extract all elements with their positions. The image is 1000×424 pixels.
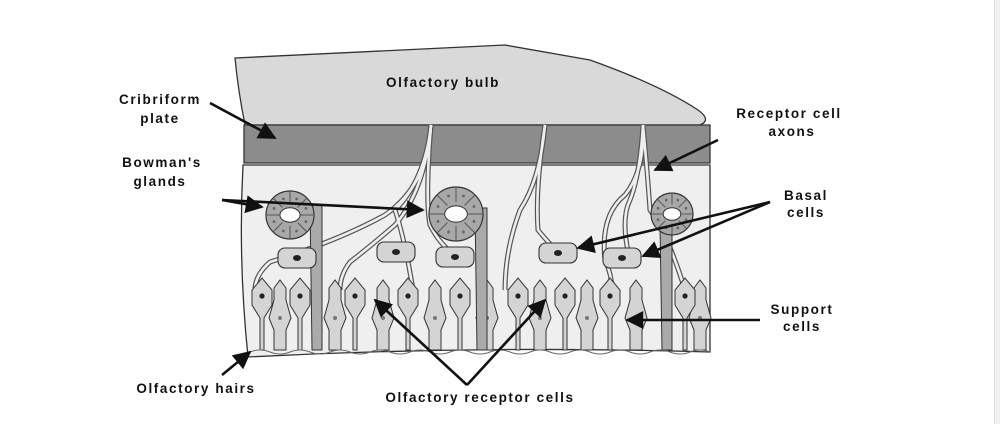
receptor-cell [554, 277, 576, 351]
support-cell-nucleus [333, 316, 337, 320]
receptor-cell-nucleus [562, 293, 568, 299]
label-olfactory-hairs: Olfactory hairs [136, 381, 255, 396]
receptor-cell [599, 277, 621, 351]
support-cell [423, 279, 447, 351]
label-bowmans-line2: glands [133, 174, 186, 189]
label-cribriform-line1: Cribriform [119, 92, 201, 107]
receptor-cell-nucleus [352, 293, 358, 299]
basal-cell-nucleus [554, 250, 562, 256]
gland-lumen [279, 207, 301, 223]
cribriform-plate [243, 124, 711, 164]
receptor-cell [251, 277, 273, 351]
basal-cell-nucleus [618, 255, 626, 261]
bowmans-gland [265, 190, 315, 240]
receptor-cell-nucleus [457, 293, 463, 299]
gland-lumen [662, 207, 682, 221]
olfactory-bulb [234, 44, 707, 126]
receptor-cell [289, 277, 311, 351]
receptor-cell-nucleus [259, 293, 265, 299]
receptor-cell-nucleus [405, 293, 411, 299]
olfactory-hairs [249, 349, 711, 355]
basal-cell-nucleus [451, 254, 459, 260]
basal-cell-nucleus [392, 249, 400, 255]
support-cell-nucleus [585, 316, 589, 320]
label-support-line2: cells [783, 319, 821, 334]
gland-duct [474, 207, 488, 351]
label-cribriform-line2: plate [140, 111, 180, 126]
arrow-axons [653, 138, 719, 172]
receptor-cell-nucleus [515, 293, 521, 299]
receptor-cell [507, 277, 529, 351]
epithelial-cells [251, 204, 712, 351]
support-cell [323, 279, 347, 351]
support-cell [268, 279, 292, 351]
receptor-cell-nucleus [682, 293, 688, 299]
window-edge [994, 0, 1000, 424]
basal-cell-nucleus [293, 255, 301, 261]
label-axons-line2: axons [768, 124, 815, 139]
support-cell-nucleus [433, 316, 437, 320]
arrow-bowmans-2 [221, 198, 425, 219]
label-support-line1: Support [771, 302, 834, 317]
label-basal-line2: cells [787, 205, 825, 220]
gland-lumen [444, 205, 468, 223]
arrow-receptor-2 [466, 298, 547, 386]
basal-cells [277, 241, 642, 269]
gland-duct [309, 204, 323, 351]
arrow-basal-2 [641, 200, 771, 258]
arrow-receptor-1 [373, 298, 468, 386]
arrow-cribriform [209, 101, 277, 140]
label-basal-line1: Basal [784, 188, 828, 203]
support-cell [575, 279, 599, 351]
olfactory-bulb-label: Olfactory bulb [386, 75, 500, 90]
receptor-cell-nucleus [607, 293, 613, 299]
label-bowmans-line1: Bowman's [122, 155, 202, 170]
receptor-cell-nucleus [297, 293, 303, 299]
arrow-olfactory-hairs [221, 350, 252, 377]
receptor-cell [344, 277, 366, 351]
receptor-cell [674, 277, 696, 351]
label-axons-line1: Receptor cell [736, 106, 842, 121]
support-cell-nucleus [278, 316, 282, 320]
bowmans-gland [650, 192, 694, 236]
label-olfactory-receptor-cells: Olfactory receptor cells [385, 390, 574, 405]
arrow-basal-1 [576, 200, 771, 253]
support-cell-nucleus [538, 316, 542, 320]
bowmans-gland [428, 186, 484, 242]
receptor-cell [449, 277, 471, 351]
support-cell-nucleus [381, 316, 385, 320]
